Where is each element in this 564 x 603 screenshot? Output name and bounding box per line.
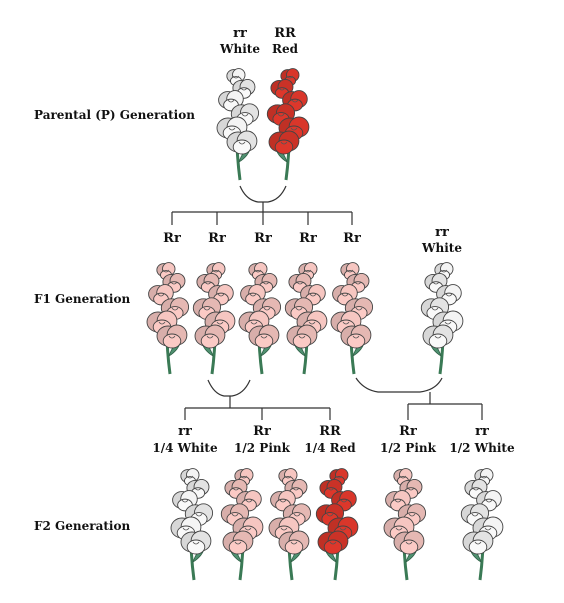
f1-cross-parent-genotype: rr bbox=[435, 225, 449, 240]
f2-phenotype-label: 1/4 Red bbox=[304, 441, 356, 455]
flower-blossom bbox=[278, 468, 298, 486]
f1-genotype-label: Rr bbox=[299, 231, 317, 246]
f1-branch-lines bbox=[171, 211, 353, 225]
f2-generation-label: F2 Generation bbox=[34, 519, 130, 533]
f1-pink-flower bbox=[192, 262, 236, 375]
f2-genotype-label: Rr bbox=[253, 424, 271, 439]
f2-pink-flower bbox=[220, 468, 264, 581]
f2-phenotype-label: 1/2 Pink bbox=[234, 441, 291, 455]
flower-blossom bbox=[340, 262, 360, 280]
parental-generation-label: Parental (P) Generation bbox=[34, 108, 195, 122]
flower-blossom bbox=[194, 324, 226, 349]
flower-blossom bbox=[286, 324, 318, 349]
f2-pink-flower bbox=[268, 468, 312, 581]
flower-blossom bbox=[180, 530, 212, 555]
flower-blossom bbox=[208, 284, 234, 306]
f1-cross-white-flower bbox=[420, 262, 464, 375]
flower-blossom bbox=[240, 284, 266, 306]
f1-genotype-label: Rr bbox=[254, 231, 272, 246]
flower-blossom bbox=[462, 530, 494, 555]
flower-blossom bbox=[300, 284, 326, 306]
parental-cross-bracket bbox=[239, 185, 287, 212]
flower-blossom bbox=[288, 272, 312, 293]
flower-blossom bbox=[266, 103, 296, 126]
parent-white-flower bbox=[216, 68, 260, 181]
parent-white-phenotype: White bbox=[219, 42, 260, 56]
parent-white-genotype: rr bbox=[233, 26, 247, 41]
parent-red-flower bbox=[266, 68, 310, 181]
f2-genotype-label: RR bbox=[319, 424, 341, 439]
flower-blossom bbox=[156, 324, 188, 349]
flower-blossom bbox=[393, 468, 413, 486]
flower-blossom bbox=[317, 530, 349, 555]
f2-white-flower bbox=[460, 468, 504, 581]
flower-blossom bbox=[278, 530, 310, 555]
f1-pink-flower bbox=[238, 262, 282, 375]
f2-white-flower bbox=[170, 468, 214, 581]
flower-blossom bbox=[270, 78, 294, 99]
f2-phenotype-label: 1/4 White bbox=[152, 441, 218, 455]
f1-cross-bracket-left bbox=[207, 379, 251, 408]
flower-blossom bbox=[226, 130, 258, 155]
f1-genotype-label: Rr bbox=[163, 231, 181, 246]
f2-genotype-label: rr bbox=[178, 424, 192, 439]
f1-genotype-label: Rr bbox=[208, 231, 226, 246]
f2-phenotype-label: 1/2 Pink bbox=[380, 441, 437, 455]
f2-genotype-label: rr bbox=[475, 424, 489, 439]
parent-red-phenotype: Red bbox=[272, 42, 299, 56]
flower-blossom bbox=[422, 324, 454, 349]
flower-blossom bbox=[393, 530, 425, 555]
f1-cross-bracket-right bbox=[355, 377, 443, 404]
f1-cross-parent-phenotype: White bbox=[421, 241, 462, 255]
f1-generation-label: F1 Generation bbox=[34, 292, 130, 306]
flower-blossom bbox=[332, 284, 358, 306]
f1-genotype-label: Rr bbox=[343, 231, 361, 246]
flower-blossom bbox=[385, 490, 411, 512]
f2-red-flower bbox=[315, 468, 359, 581]
f2-genotype-label: Rr bbox=[399, 424, 417, 439]
f2-branch-lines-right bbox=[407, 403, 483, 420]
f1-pink-flower bbox=[284, 262, 328, 375]
f2-branch-lines-left bbox=[184, 407, 331, 420]
f1-pink-flower bbox=[330, 262, 374, 375]
f2-pink-flower bbox=[383, 468, 427, 581]
flower-blossom bbox=[268, 130, 300, 155]
f2-phenotype-label: 1/2 White bbox=[449, 441, 515, 455]
flower-blossom bbox=[248, 324, 280, 349]
flower-blossom bbox=[222, 530, 254, 555]
flower-blossom bbox=[340, 324, 372, 349]
parent-red-genotype: RR bbox=[274, 26, 296, 41]
f1-pink-flower bbox=[146, 262, 190, 375]
flower-blossom bbox=[344, 297, 374, 320]
flower-blossom bbox=[424, 272, 448, 293]
flower-blossom bbox=[319, 478, 343, 499]
